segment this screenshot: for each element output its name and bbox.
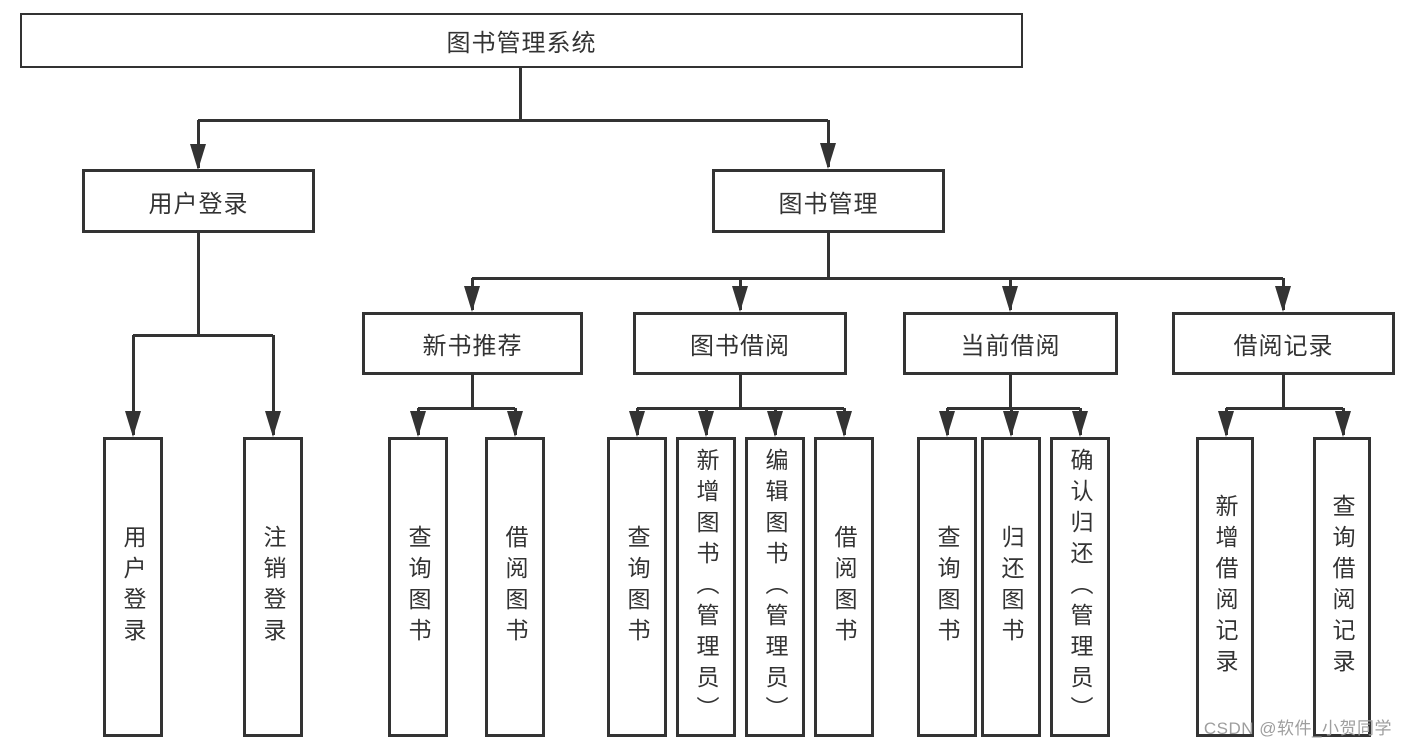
connector-line — [418, 406, 515, 410]
node-library-system: 图书管理系统 — [20, 13, 1023, 68]
arrowhead-icon — [125, 411, 141, 437]
connector-line — [470, 375, 474, 408]
leaf-user-login: 用户登录 — [103, 437, 163, 737]
node-label: 借阅记录 — [1233, 333, 1334, 360]
connector-line — [472, 276, 1283, 280]
connector-line — [518, 68, 522, 120]
arrowhead-icon — [732, 286, 748, 312]
arrowhead-icon — [1218, 411, 1234, 437]
arrowhead-icon — [1003, 411, 1019, 437]
arrowhead-icon — [464, 286, 480, 312]
node-label: 当前借阅 — [960, 333, 1061, 360]
node-label: 新增借阅记录 — [1212, 494, 1238, 680]
leaf-recommend-borrow-books: 借阅图书 — [485, 437, 545, 737]
node-label: 图书管理 — [778, 190, 879, 218]
node-label: 查询图书 — [405, 525, 431, 649]
arrowhead-icon — [939, 411, 955, 437]
node-label: 图书管理系统 — [446, 30, 597, 57]
connector-line — [1008, 375, 1012, 408]
node-book-borrowing: 图书借阅 — [633, 312, 847, 375]
arrowhead-icon — [1072, 411, 1088, 437]
arrowhead-icon — [698, 411, 714, 437]
connector-line — [947, 406, 1080, 410]
arrowhead-icon — [507, 411, 523, 437]
leaf-borrow-edit-books-admin: 编辑图书（管理员） — [745, 437, 805, 737]
leaf-borrow-add-books-admin: 新增图书（管理员） — [676, 437, 736, 737]
node-new-book-recommend: 新书推荐 — [362, 312, 583, 375]
node-label: 图书借阅 — [690, 333, 790, 360]
connector-line — [198, 118, 828, 122]
node-label: 借阅图书 — [502, 525, 528, 649]
node-label: 查询图书 — [934, 525, 960, 649]
arrowhead-icon — [410, 411, 426, 437]
connector-line — [637, 406, 844, 410]
connector-line — [826, 232, 830, 278]
node-label: 用户登录 — [148, 190, 249, 218]
arrowhead-icon — [190, 144, 206, 170]
arrowhead-icon — [265, 411, 281, 437]
arrowhead-icon — [1275, 286, 1291, 312]
leaf-current-return-books: 归还图书 — [981, 437, 1041, 737]
csdn-watermark: CSDN @软件_小贺同学 — [1203, 719, 1392, 738]
node-label: 查询图书 — [624, 525, 650, 649]
node-user-login: 用户登录 — [82, 169, 315, 233]
node-label: 确认归还（管理员） — [1067, 447, 1093, 727]
leaf-borrow-borrow-books: 借阅图书 — [814, 437, 874, 737]
node-label: 归还图书 — [998, 525, 1024, 649]
leaf-current-confirm-return-admin: 确认归还（管理员） — [1050, 437, 1110, 737]
node-label: 查询借阅记录 — [1329, 494, 1355, 680]
connector-arrow-shaft — [131, 335, 135, 435]
leaf-records-add-record: 新增借阅记录 — [1196, 437, 1254, 737]
node-label: 新书推荐 — [422, 333, 523, 360]
node-label: 新增图书（管理员） — [693, 447, 719, 727]
node-book-management: 图书管理 — [712, 169, 945, 233]
leaf-logout-login: 注销登录 — [243, 437, 303, 737]
leaf-recommend-query-books: 查询图书 — [388, 437, 448, 737]
arrowhead-icon — [767, 411, 783, 437]
connector-line — [1281, 375, 1285, 408]
leaf-current-query-books: 查询图书 — [917, 437, 977, 737]
arrowhead-icon — [1335, 411, 1351, 437]
node-label: 用户登录 — [120, 525, 146, 649]
node-label: 注销登录 — [260, 525, 286, 649]
connector-line — [133, 333, 273, 337]
node-label: 借阅图书 — [831, 525, 857, 649]
arrowhead-icon — [1002, 286, 1018, 312]
arrowhead-icon — [629, 411, 645, 437]
connector-arrow-shaft — [271, 335, 275, 435]
node-label: 编辑图书（管理员） — [762, 447, 788, 727]
leaf-borrow-query-books: 查询图书 — [607, 437, 667, 737]
connector-line — [738, 375, 742, 408]
node-current-borrowing: 当前借阅 — [903, 312, 1118, 375]
connector-line — [196, 233, 200, 335]
node-borrowing-records: 借阅记录 — [1172, 312, 1395, 375]
arrowhead-icon — [836, 411, 852, 437]
connector-line — [1226, 406, 1343, 410]
arrowhead-icon — [820, 143, 836, 169]
leaf-records-query-record: 查询借阅记录 — [1313, 437, 1371, 737]
